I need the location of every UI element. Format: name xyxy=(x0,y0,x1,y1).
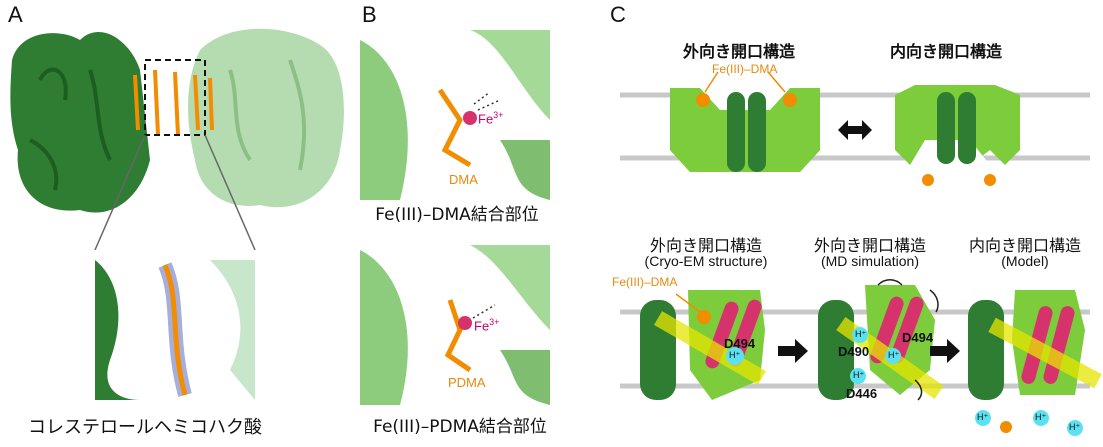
residue-d494-state1: D494 xyxy=(724,336,756,351)
residue-d494-state2: D494 xyxy=(902,330,934,345)
residue-d490: D490 xyxy=(838,344,870,359)
fe-charge: 3+ xyxy=(489,317,500,327)
state1-subtitle: (Cryo-EM structure) xyxy=(644,253,768,269)
panel-label-a: A xyxy=(8,2,23,27)
ligand-label-bottom: Fe(III)–DMA xyxy=(612,275,678,289)
transition-arrow-1 xyxy=(778,339,808,363)
state-model xyxy=(968,290,1102,436)
inward-open-title-top: 内向き開口構造 xyxy=(890,42,1003,61)
equilibrium-arrow xyxy=(838,120,872,140)
binding-site-dma-image xyxy=(360,25,550,200)
state1-title: 外向き開口構造 xyxy=(649,236,762,255)
proton-label-7: H⁺ xyxy=(1069,422,1081,432)
state2-subtitle: (MD simulation) xyxy=(820,253,919,269)
protein-dimer-structure xyxy=(10,28,344,251)
proton-label-5: H⁺ xyxy=(977,412,989,422)
density-inset xyxy=(95,250,255,400)
inward-open-transporter-top xyxy=(895,85,1020,186)
state2-title: 外向き開口構造 xyxy=(813,236,926,255)
panel-a-caption: コレステロールヘミコハク酸 xyxy=(28,417,262,438)
proton-label-2: H⁺ xyxy=(855,329,867,339)
fe-text: Fe xyxy=(474,318,490,334)
proton-label-3: H⁺ xyxy=(888,350,900,360)
fe-label-bottom: Fe3+ xyxy=(474,317,499,333)
transition-arrow-2 xyxy=(930,339,960,363)
outward-open-transporter-top xyxy=(670,71,820,172)
proton-label-1: H⁺ xyxy=(729,350,741,360)
fe-text: Fe xyxy=(478,111,494,127)
residue-d446: D446 xyxy=(846,386,878,401)
ligand-label-top: Fe(III)–DMA xyxy=(712,62,778,76)
binding-site-pdma-caption: Fe(III)–PDMA結合部位 xyxy=(373,417,547,437)
outward-open-title-top: 外向き開口構造 xyxy=(683,42,796,61)
proton-label-6: H⁺ xyxy=(1035,412,1047,422)
state3-subtitle: (Model) xyxy=(1001,253,1049,269)
state3-title: 内向き開口構造 xyxy=(968,236,1081,255)
fe-charge: 3+ xyxy=(493,110,504,120)
state-md-simulation xyxy=(818,279,944,401)
pdma-label: PDMA xyxy=(448,375,486,390)
panel-label-b: B xyxy=(362,2,377,27)
dma-label: DMA xyxy=(449,172,478,187)
proton-label-4: H⁺ xyxy=(853,370,865,380)
binding-site-dma-caption: Fe(III)–DMA結合部位 xyxy=(375,205,539,225)
fe-label-top: Fe3+ xyxy=(478,110,503,126)
binding-site-pdma-image xyxy=(360,240,550,405)
state-cryo-em xyxy=(640,290,766,400)
panel-label-c: C xyxy=(610,2,626,27)
